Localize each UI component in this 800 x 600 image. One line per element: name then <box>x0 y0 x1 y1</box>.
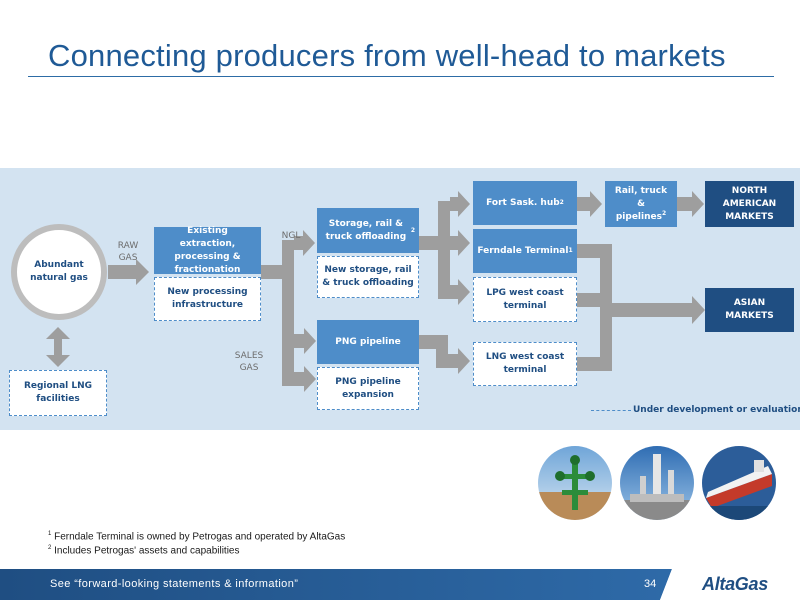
arrow-lng-out <box>577 357 600 371</box>
arrow-fort-sask-to-rail <box>577 191 602 217</box>
arrow-to-fort-sask <box>450 191 470 217</box>
existing-extraction-box: Existing extraction, processing & fracti… <box>154 226 261 275</box>
arrow-to-storage <box>294 230 315 256</box>
arrow-to-ferndale <box>450 230 470 256</box>
footnote-2-marker: 2 <box>48 545 52 551</box>
legend-dash-sample <box>591 409 631 411</box>
altagas-logo: AltaGas <box>702 574 768 594</box>
fort-sask-box-label: Fort Sask. hub <box>486 197 560 208</box>
branch-trunk-right <box>600 244 612 371</box>
processing-plant-photo-icon <box>620 446 694 520</box>
footnote-1: 1 Ferndale Terminal is owned by Petrogas… <box>48 531 345 542</box>
png-pipeline-box: PNG pipeline <box>317 320 419 364</box>
footnote-2-text: Includes Petrogas' assets and capabiliti… <box>54 545 240 557</box>
footnote-1-marker: 1 <box>48 531 52 537</box>
page-number: 34 <box>644 578 657 590</box>
storage-box-label: Storage, rail & truck offloading <box>325 218 407 242</box>
arrow-to-png <box>288 328 316 354</box>
asian-markets-box: ASIAN MARKETS <box>705 288 794 332</box>
page-title: Connecting producers from well-head to m… <box>48 38 726 73</box>
arrow-to-lpg <box>450 279 470 305</box>
arrow-lpg-out <box>577 293 600 307</box>
arrow-extraction-out <box>261 265 282 279</box>
legend-label: Under development or evaluation <box>633 405 800 415</box>
rail-truck-box-label: Rail, truck & pipelines <box>614 185 668 222</box>
regional-lng-box: Regional LNG facilities <box>9 370 107 416</box>
footnote-2: 2 Includes Petrogas' assets and capabili… <box>48 545 239 556</box>
raw-gas-label: RAW GAS <box>117 241 139 263</box>
source-circle: Abundant natural gas <box>11 224 107 320</box>
north-american-markets-box: NORTH AMERICAN MARKETS <box>705 181 794 227</box>
ngl-label: NGL <box>281 231 301 241</box>
rail-truck-box: Rail, truck & pipelines2 <box>605 181 677 227</box>
legend: Under development or evaluation <box>591 403 800 417</box>
new-processing-box: New processing infrastructure <box>154 277 261 321</box>
png-expansion-box: PNG pipeline expansion <box>317 367 419 410</box>
arrow-png-to-lng <box>419 335 470 374</box>
new-storage-box: New storage, rail & truck offloading <box>317 256 419 298</box>
rail-truck-box-note: 2 <box>661 209 667 217</box>
arrow-source-regional <box>46 327 70 367</box>
arrow-source-to-extraction <box>108 259 149 285</box>
arrow-rail-to-north-american <box>677 191 704 217</box>
wellhead-photo-icon <box>538 446 612 520</box>
lpg-terminal-box: LPG west coast terminal <box>473 277 577 322</box>
arrow-to-asian <box>612 296 705 324</box>
ferndale-box-label: Ferndale Terminal <box>477 245 569 256</box>
lng-tanker-photo-icon <box>702 446 776 520</box>
lng-terminal-box: LNG west coast terminal <box>473 342 577 386</box>
forward-looking-statements-link[interactable]: See “forward-looking statements & inform… <box>50 578 299 590</box>
footer-bar <box>0 569 800 600</box>
branch-trunk-middle <box>438 201 450 299</box>
arrow-ferndale-out <box>577 244 600 258</box>
footnote-1-text: Ferndale Terminal is owned by Petrogas a… <box>54 531 346 543</box>
arrow-storage-out <box>419 236 438 250</box>
sales-gas-label: SALES GAS <box>234 351 264 373</box>
branch-trunk-left <box>282 240 294 386</box>
arrow-to-png-expansion <box>288 366 316 392</box>
title-underline <box>28 76 774 77</box>
